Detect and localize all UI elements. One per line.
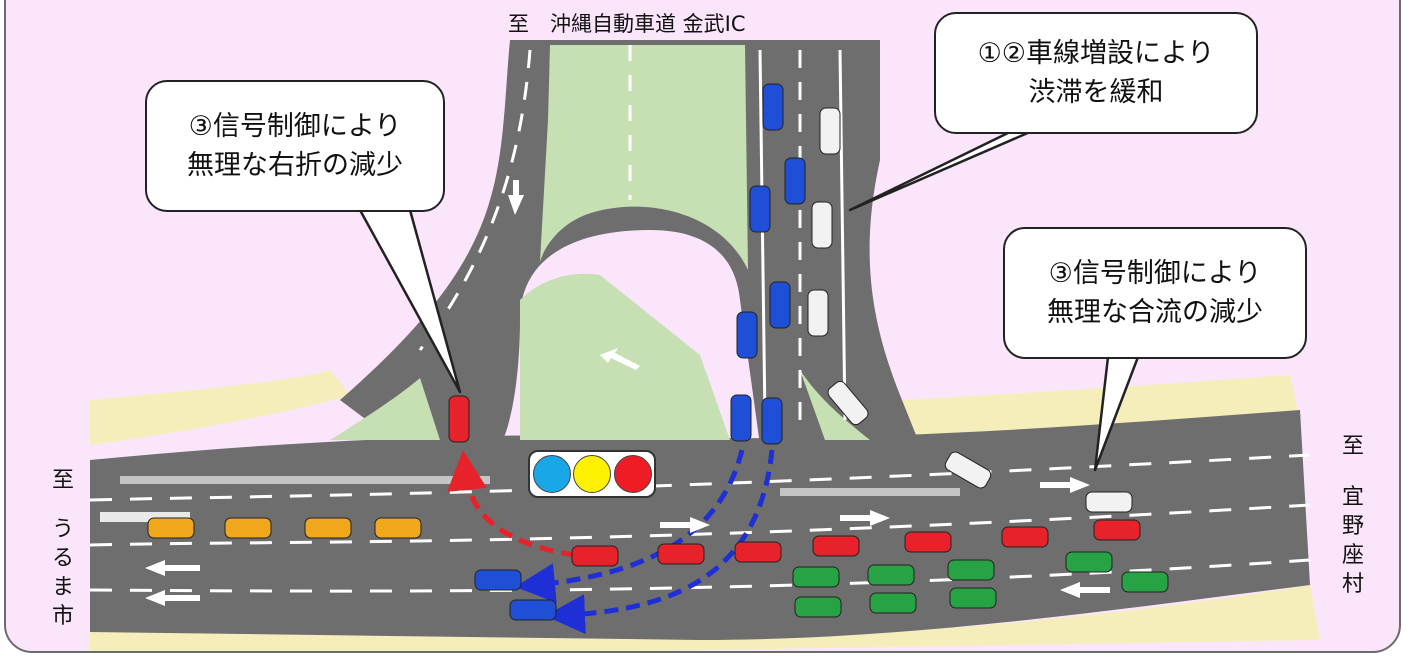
west-destination-char: ま [51,575,74,601]
car-white [819,107,841,155]
car-blue [762,83,784,131]
north-destination-label: 至 沖縄自動車道 金武IC [508,12,746,36]
callout-lane-addition: ①②車線増設により 渋滞を緩和 [934,12,1258,134]
signal-lamp-blue [532,455,571,493]
west-destination-char: 市 [51,604,74,630]
grass-right [800,370,870,440]
car-red [1093,519,1141,541]
east-to-label: 至 [1341,434,1364,459]
grass-center [540,45,748,270]
east-destination-char: 村 [1341,572,1364,598]
car-blue [474,569,522,591]
car-yellow [304,517,352,539]
car-red [657,543,705,565]
car-red [1001,526,1049,548]
car-red [812,535,860,557]
blue-right-turn-path-2 [545,449,775,635]
car-green [947,559,995,581]
grass-lower [520,273,730,440]
east-destination-label: 宜 野 座 村 [1340,483,1366,599]
car-blue [509,599,557,621]
callout-line: ①②車線増設により [977,37,1215,69]
car-green [1065,551,1113,573]
car-red [904,531,952,553]
car-red [448,395,470,443]
callout-merge-control: ③信号制御により 無理な合流の減少 [1003,227,1307,359]
west-destination-char: る [51,546,74,572]
blue-right-turn-path-1 [515,449,745,604]
ramp-road [340,40,920,445]
car-red [571,545,619,567]
car-blue [736,311,758,359]
sidewalk-south [90,585,1320,651]
car-green [867,564,915,586]
car-green [949,587,997,609]
car-blue [749,185,771,233]
car-white [827,380,869,426]
car-blue [761,397,783,445]
car-white [1085,491,1133,513]
east-destination-char: 座 [1341,543,1364,569]
east-destination-char: 野 [1341,514,1364,540]
callout-left-turn-control: ③信号制御により 無理な右折の減少 [145,80,445,212]
car-white [807,289,829,337]
east-destination-char: 宜 [1341,485,1364,510]
west-to-label: 至 [51,468,74,493]
car-green [794,596,842,618]
car-yellow [224,517,272,539]
grass-left [330,378,440,440]
traffic-signal [528,450,656,498]
callout-line: 無理な右折の減少 [187,150,403,181]
car-blue [784,157,806,205]
car-yellow [147,517,195,539]
car-green [869,592,917,614]
callout-line: 無理な合流の減少 [1047,297,1263,328]
red-right-turn-path [447,450,576,558]
car-green [792,566,840,588]
west-destination-label: う る ま 市 [50,515,76,631]
car-red [734,541,782,563]
car-white [944,451,992,489]
car-blue [730,394,752,442]
sidewalk-north [90,370,350,445]
signal-lamp-yellow [573,455,611,493]
car-yellow [374,517,422,539]
car-green [1121,571,1169,593]
signal-lamp-red [613,455,652,493]
car-blue [769,281,791,329]
callout-line: 渋滞を緩和 [1028,77,1164,108]
car-white [811,201,833,249]
callout-line: ③信号制御により [1048,257,1262,289]
callout-line: ③信号制御により [188,110,402,142]
west-destination-char: う [51,517,74,542]
